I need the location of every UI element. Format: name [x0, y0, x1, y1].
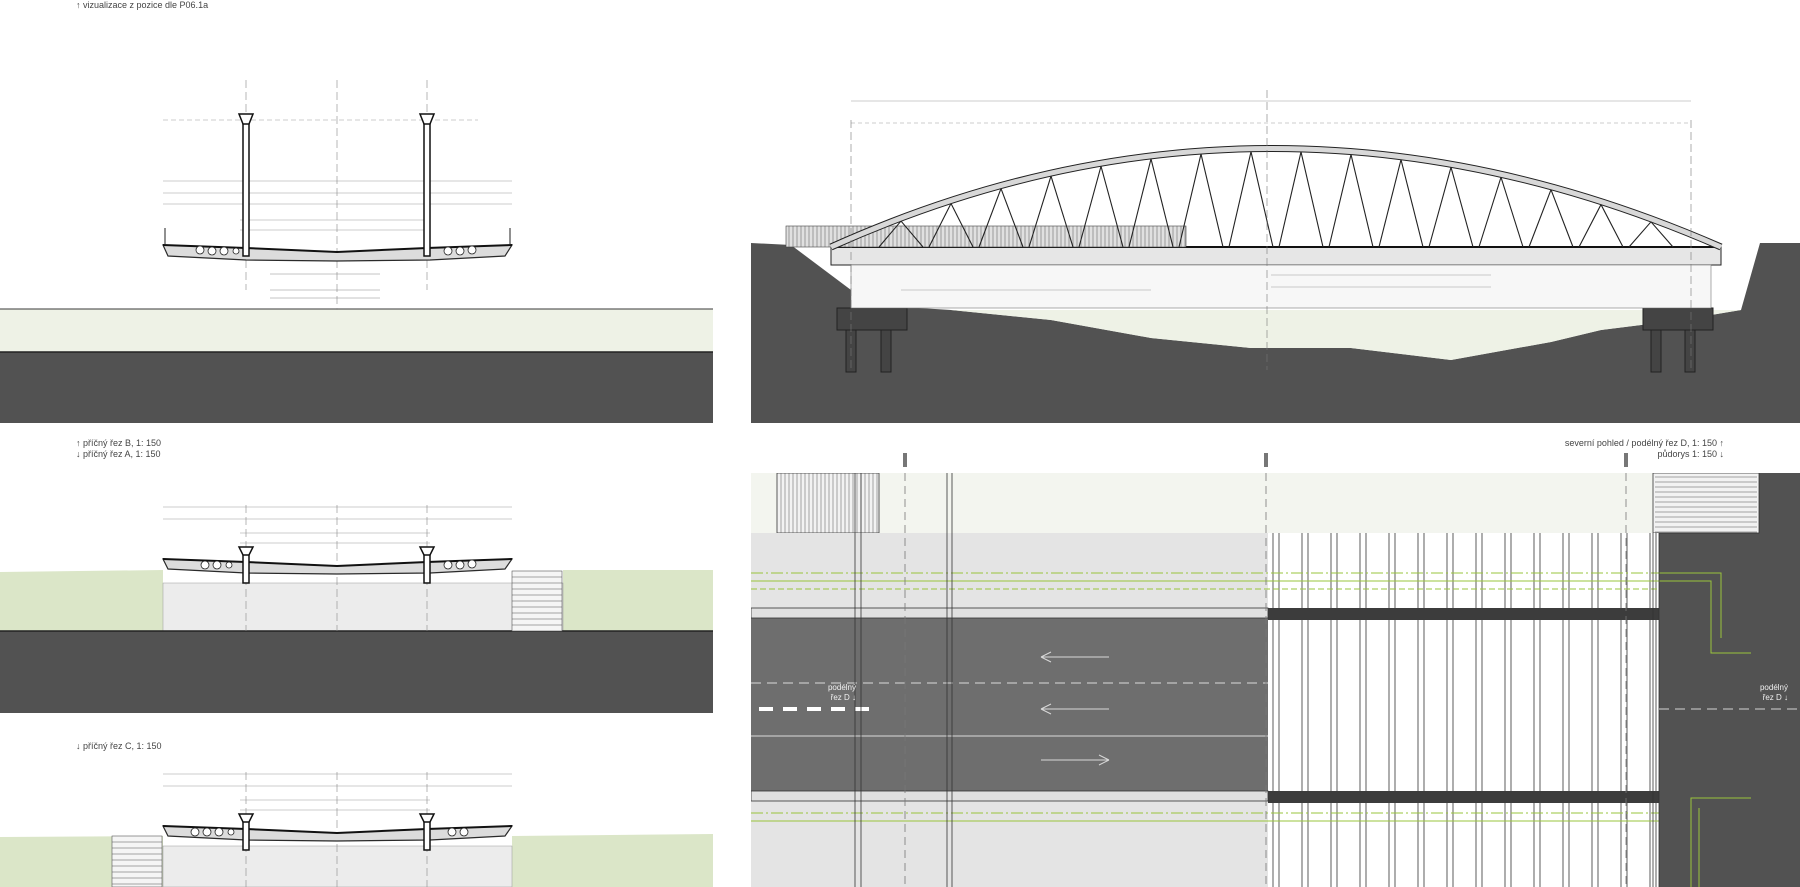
- cross-section-b-a-drawing: [0, 505, 713, 713]
- caption-north-view: severní pohled / podélný řez D, 1: 150 ↑: [1564, 438, 1724, 448]
- plan-cut-label-left: podélný řez D ↓: [827, 683, 856, 702]
- north-elevation-panel: [751, 80, 1800, 423]
- plan-cut-label-right: podélný řez D ↓: [1759, 683, 1788, 702]
- caption-vizualizace: ↑ vizualizace z pozice dle P06.1a: [76, 0, 209, 10]
- axis-mark-1: [903, 453, 907, 467]
- plan-panel: [751, 473, 1800, 887]
- caption-section-c: ↓ příčný řez C, 1: 150: [76, 741, 162, 751]
- cross-section-b-a-panel: [0, 495, 713, 713]
- caption-section-a: ↓ příčný řez A, 1: 150: [76, 449, 161, 459]
- caption-section-b: ↑ příčný řez B, 1: 150: [76, 438, 162, 448]
- plan-drawing: [751, 473, 1800, 887]
- ground-dark: [0, 352, 713, 423]
- cross-section-c-panel: [0, 760, 713, 887]
- cross-section-top-panel: [0, 80, 713, 423]
- water-surface: [0, 309, 713, 352]
- lane-marking: [759, 707, 869, 711]
- caption-plan: půdorys 1: 150 ↓: [1657, 449, 1724, 459]
- axis-mark-2: [1264, 453, 1268, 467]
- north-elevation-drawing: [751, 90, 1800, 423]
- cross-section-c-drawing: [0, 772, 713, 887]
- axis-mark-3: [1624, 453, 1628, 467]
- cross-section-top-drawing: [0, 80, 713, 423]
